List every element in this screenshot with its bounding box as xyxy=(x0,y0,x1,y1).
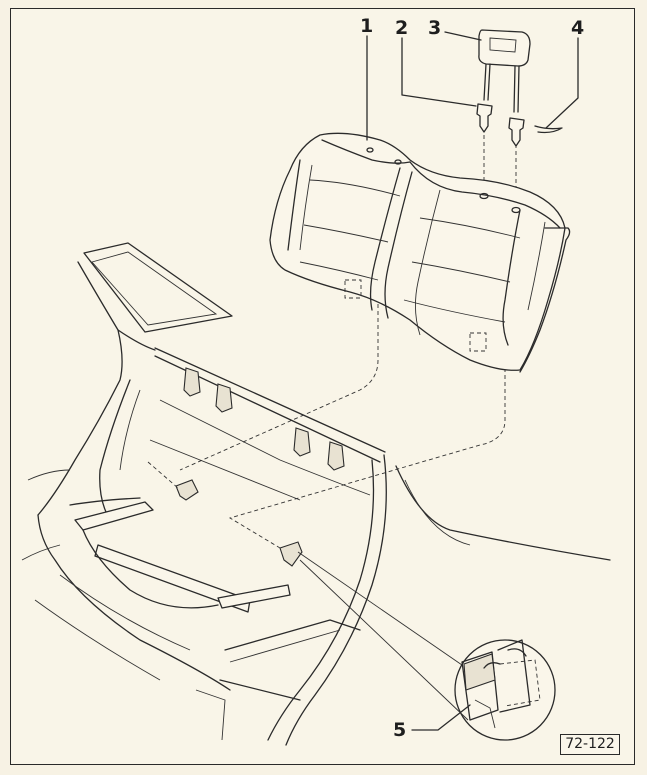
backrest-retaining-hooks xyxy=(183,367,345,471)
callout-3: 3 xyxy=(428,17,442,39)
callout-leaders xyxy=(366,31,579,731)
callout-1: 1 xyxy=(360,15,374,37)
figure-reference-number: 72-122 xyxy=(560,734,620,755)
locking-spring xyxy=(534,125,563,134)
headrest-guide-sleeves xyxy=(476,103,525,147)
callout-5: 5 xyxy=(393,719,407,741)
lower-lock-brackets xyxy=(175,479,303,567)
rear-seat-backrest xyxy=(269,132,571,373)
magnified-detail-circle xyxy=(297,551,556,741)
headrest xyxy=(478,29,531,113)
callout-4: 4 xyxy=(571,17,585,39)
callout-2: 2 xyxy=(395,17,409,39)
vehicle-body-outline xyxy=(21,242,611,746)
